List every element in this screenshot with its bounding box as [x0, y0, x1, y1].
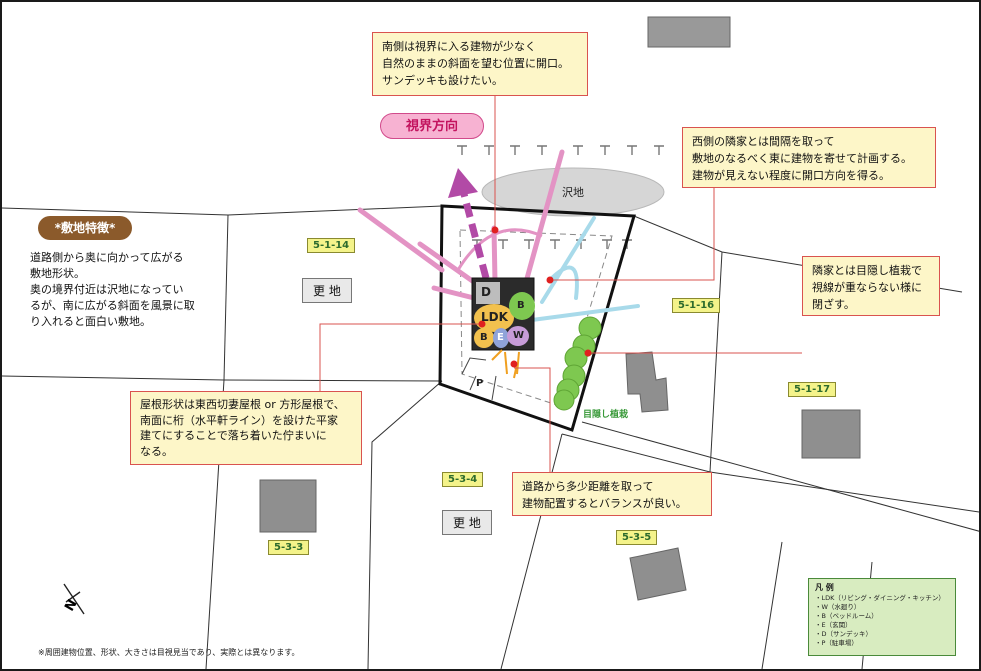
room-ldk: LDK — [481, 310, 508, 324]
lot-5-1-17: 5-1-17 — [788, 382, 837, 397]
note-roof: 屋根形状は東西切妻屋根 or 方形屋根で、 南面に桁（水平軒ライン）を設けた平家… — [130, 391, 362, 465]
lot-5-3-4: 5-3-4 — [442, 472, 484, 487]
site-features-title: *敷地特徴* — [38, 216, 132, 240]
lot-5-1-14: 5-1-14 — [307, 238, 356, 253]
note-dots — [478, 226, 592, 368]
room-bedroom-west: B — [480, 332, 488, 343]
note-screen-planting: 隣家とは目隠し植栽で 視線が重ならない様に 閉ざす。 — [802, 256, 940, 316]
marsh-label: 沢地 — [562, 186, 584, 199]
compass-arrow — [63, 583, 85, 615]
note-connectors — [319, 96, 802, 472]
legend-item: ・P（駐車場） — [815, 639, 858, 647]
legend-item: ・D（サンデッキ） — [815, 630, 873, 638]
lot-5-3-3: 5-3-3 — [268, 540, 310, 555]
note-south-view: 南側は視界に入る建物が少なく 自然のままの斜面を望む位置に開口。 サンデッキも設… — [372, 32, 588, 96]
screen-planting-trees — [553, 316, 602, 411]
legend-item: ・E（玄関） — [815, 621, 852, 629]
room-water: W — [513, 330, 525, 341]
marsh-area — [481, 167, 665, 217]
main-view-arrow — [448, 168, 490, 279]
room-parking: P — [476, 378, 484, 389]
neighbor-buildings — [259, 16, 861, 601]
screen-arrows — [530, 216, 640, 322]
note-road: 道路から多少距離を取って 建物配置するとバランスが良い。 — [512, 472, 712, 516]
room-sundeck: D — [481, 285, 491, 299]
vacant-lot-south: 更 地 — [442, 510, 492, 535]
lot-5-1-16: 5-1-16 — [672, 298, 721, 313]
site-features-text: 道路側から奥に向かって広がる 敷地形状。 奥の境界付近は沢地になってい るが、南… — [30, 251, 195, 328]
legend-item: ・W（水廻り） — [815, 603, 861, 611]
room-bedroom-east: B — [517, 300, 525, 311]
vacant-lot-north: 更 地 — [302, 278, 352, 303]
parking-area — [461, 357, 497, 401]
view-arc-arrow — [456, 228, 543, 271]
legend: 凡 例 ・LDK（リビング・ダイニング・キッチン） ・W（水廻り） ・B（ベッド… — [808, 578, 956, 656]
legend-item: ・LDK（リビング・ダイニング・キッチン） — [815, 594, 945, 602]
note-west-neighbor: 西側の隣家とは間隔を取って 敷地のなるべく東に建物を寄せて計画する。 建物が見え… — [682, 127, 936, 188]
view-direction-label: 視界方向 — [380, 113, 484, 139]
legend-title: 凡 例 — [815, 583, 834, 592]
screen-planting-label: 目隠し植栽 — [583, 410, 629, 420]
lot-5-3-5: 5-3-5 — [616, 530, 658, 545]
site-boundary — [438, 204, 636, 432]
setback-line — [459, 229, 613, 407]
footnote: ※周囲建物位置、形状、大きさは目視見当であり、実際とは異なります。 — [38, 648, 300, 657]
legend-item: ・B（ベッドルーム） — [815, 612, 878, 620]
room-entrance: E — [497, 332, 504, 343]
